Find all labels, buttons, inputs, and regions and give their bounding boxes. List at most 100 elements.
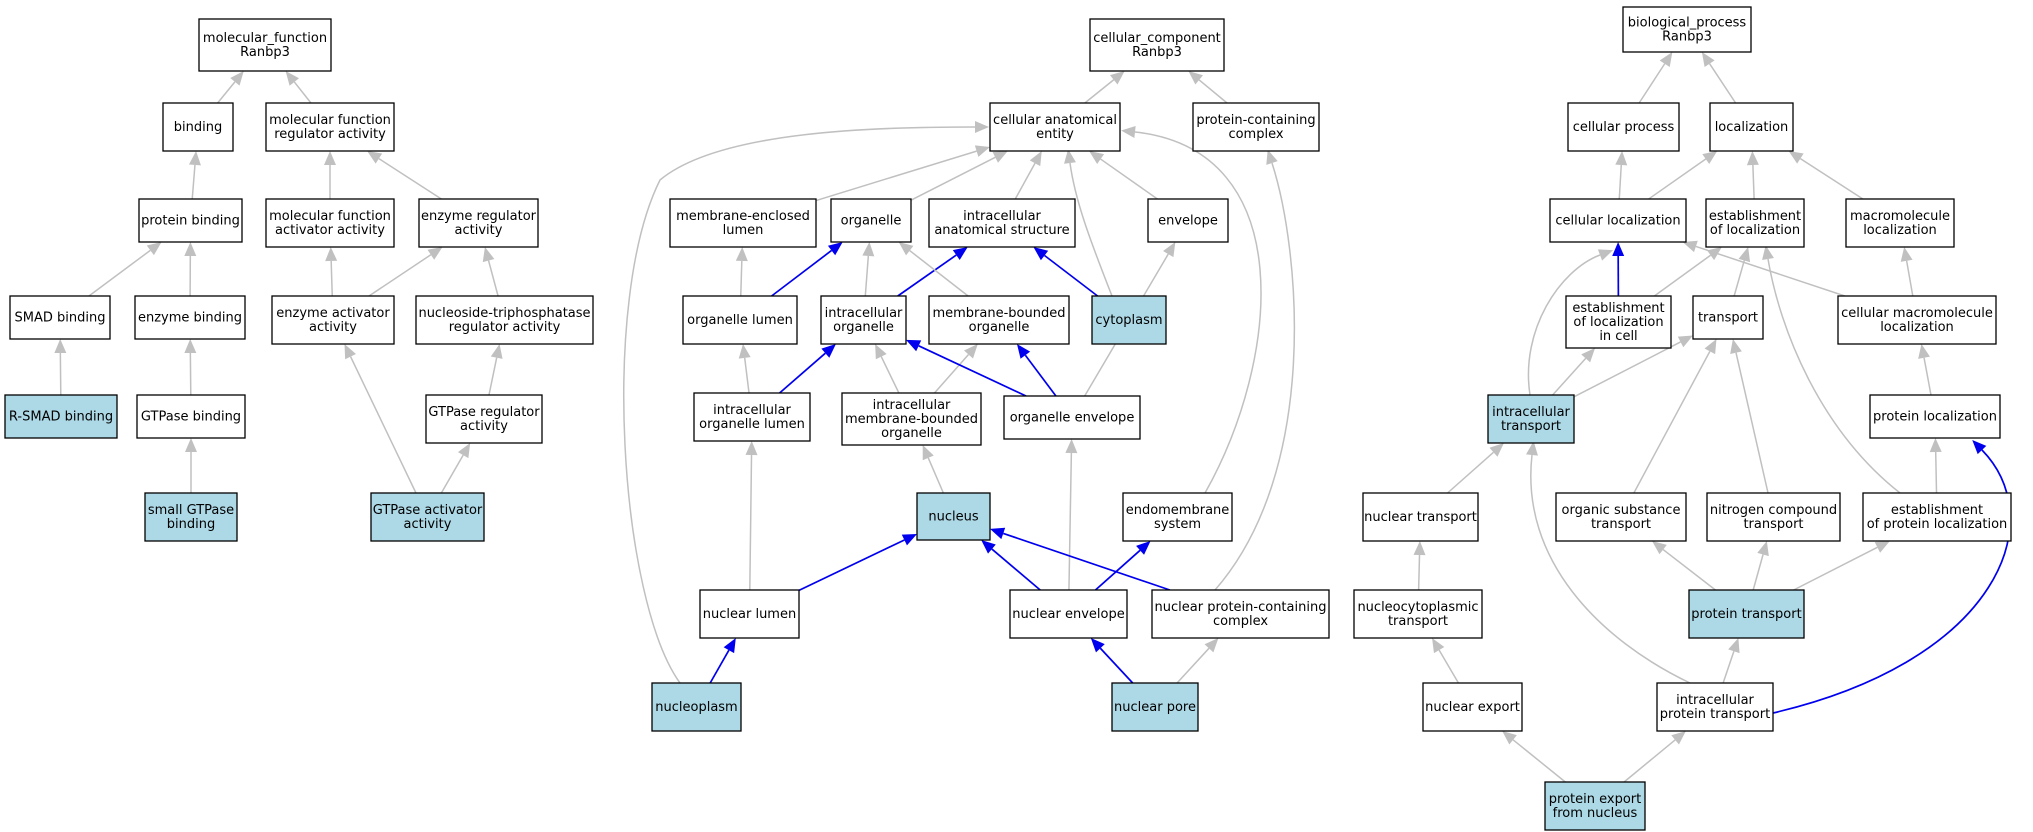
node-box [830,198,912,243]
edge-arrowhead [482,247,495,263]
node-label: Ranbp3 [1662,30,1712,45]
node-box [1709,102,1794,152]
node-envelope[interactable]: envelope [1147,198,1229,243]
node-nucleoplasm[interactable]: nucleoplasm [651,682,742,732]
edge-ic_transport-to-cell_loc [1527,249,1614,396]
node-cell_proc[interactable]: cellular process [1567,102,1680,152]
edge-organelle-to-cae [910,151,1008,201]
node-gtpase_binding[interactable]: GTPase binding [136,394,246,439]
edge-arrowhead [1432,638,1445,654]
edge-ic_prot_transport-to-ic_transport [1526,441,1691,684]
node-label: protein localization [1873,410,1997,425]
node-cytoplasm[interactable]: cytoplasm [1091,295,1167,345]
edge-line [1905,260,1914,297]
node-localization[interactable]: localization [1709,102,1794,152]
edge-est_loc-to-localization [1746,151,1759,200]
edge-line [1084,79,1115,104]
node-box [1837,295,1997,345]
node-rsmad[interactable]: R-SMAD binding [4,394,118,439]
edge-arrowhead [1065,439,1078,454]
node-box [1549,198,1687,243]
node-org_lumen[interactable]: organelle lumen [682,295,798,345]
node-label: regulator activity [449,320,561,335]
edge-est_loc_cell-to-est_loc [1653,247,1722,297]
node-box [1147,198,1229,243]
node-label: localization [1863,223,1937,238]
node-box [1845,198,1955,248]
edge-ic_org-to-organelle [862,242,875,297]
node-binding[interactable]: binding [162,102,234,152]
node-label: protein transport [1691,607,1801,622]
node-transport[interactable]: transport [1692,295,1764,340]
node-prot_loc[interactable]: protein localization [1869,394,2001,439]
node-nucleus[interactable]: nucleus [916,492,991,541]
node-nuc_env[interactable]: nuclear envelope [1009,589,1128,639]
node-protein_binding[interactable]: protein binding [138,198,243,243]
node-label: transport [1698,311,1758,326]
edge-arrowhead [1671,731,1686,745]
node-box [136,394,246,439]
edge-line [217,81,236,104]
node-enzyme_binding[interactable]: enzyme binding [134,295,246,340]
edges-layer [54,52,2011,783]
edge-ic_org-to-ias [897,247,968,297]
node-box [138,198,243,243]
edge-npcc-to-pcc [1214,149,1296,591]
edge-mbo-to-organelle [898,242,969,297]
edge-arrowhead [981,540,996,554]
node-smad_binding[interactable]: SMAD binding [9,295,111,340]
edge-line [739,260,743,297]
node-box [916,492,991,541]
edge-prot_transport-to-nitro [1752,541,1769,591]
node-organelle[interactable]: organelle [830,198,912,243]
node-nuc_transport[interactable]: nuclear transport [1362,492,1479,542]
node-nuc_lumen[interactable]: nuclear lumen [699,589,800,639]
edge-line [909,249,969,297]
edge-cytoplasm-to-ias [1033,247,1099,297]
node-label: molecular function [269,209,391,224]
node-nuc_export[interactable]: nuclear export [1422,682,1523,732]
node-nuc_pore[interactable]: nuclear pore [1111,682,1199,732]
node-prot_transport[interactable]: protein transport [1688,589,1805,639]
node-cell_loc[interactable]: cellular localization [1549,198,1687,243]
node-label: activity [309,320,357,335]
edge-line [1447,451,1494,494]
node-org_env[interactable]: organelle envelope [1003,395,1141,440]
edge-pcc-to-cc_root [1188,71,1228,104]
edge-ic_transport-to-transport [1573,335,1693,398]
edge-protein_binding-to-binding [188,151,201,200]
edge-arrowhead [1707,247,1722,261]
